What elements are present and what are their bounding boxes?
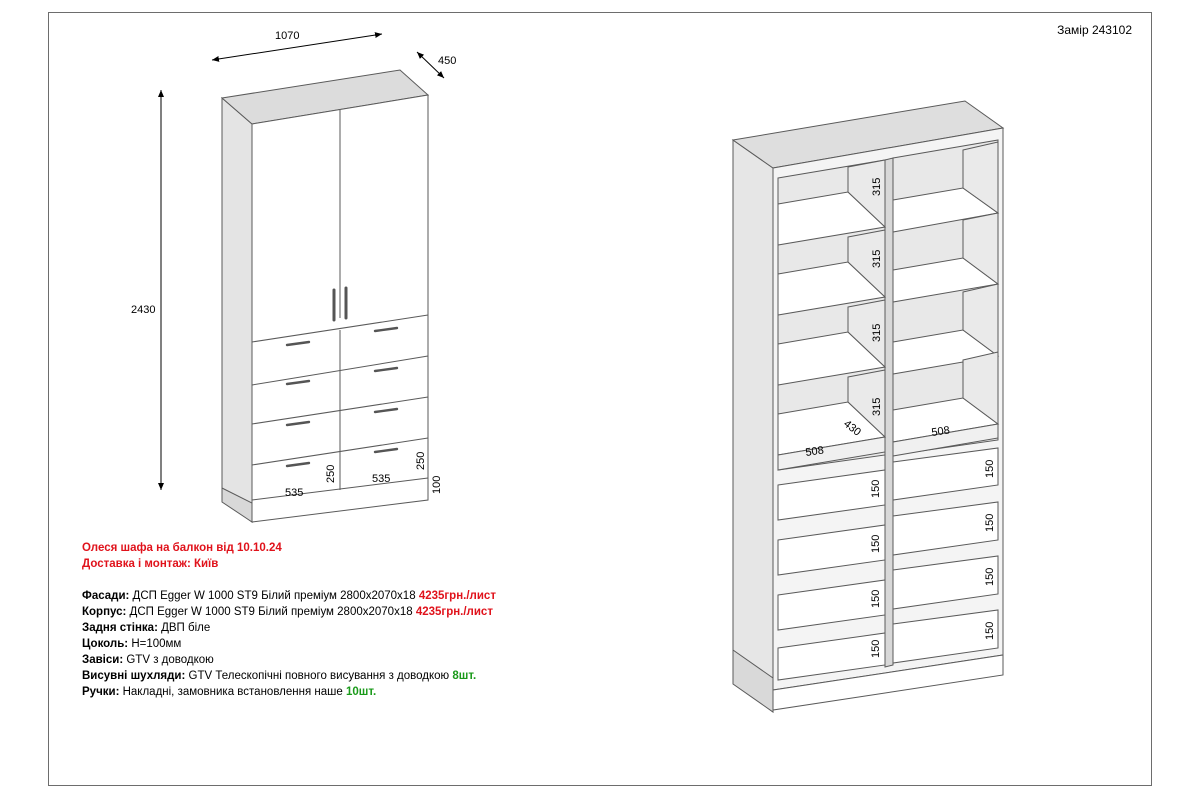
spec-row: Фасади: ДСП Egger W 1000 ST9 Білий премі… bbox=[82, 588, 496, 604]
spec-highlight: 4235грн./лист bbox=[418, 590, 496, 602]
width-label: 1070 bbox=[275, 30, 299, 42]
depth-label: 450 bbox=[438, 55, 456, 67]
spec-highlight: 4235грн./лист bbox=[415, 606, 493, 618]
order-title: Олеся шафа на балкон від 10.10.24 bbox=[82, 542, 282, 554]
spec-value: GTV Телескопічні повного висування з дов… bbox=[185, 670, 453, 682]
svg-text:150: 150 bbox=[870, 640, 882, 658]
spec-row: Цоколь: H=100мм bbox=[82, 636, 496, 652]
spec-key: Завіси: bbox=[82, 654, 124, 666]
plinth-height-label: 100 bbox=[431, 476, 443, 494]
spec-key: Фасади: bbox=[82, 590, 130, 602]
spec-list: Фасади: ДСП Egger W 1000 ST9 Білий премі… bbox=[82, 588, 496, 700]
spec-key: Задня стінка: bbox=[82, 622, 158, 634]
spec-key: Висувні шухляди: bbox=[82, 670, 186, 682]
svg-text:315: 315 bbox=[871, 398, 883, 416]
section-width-right-label: 508 bbox=[931, 425, 951, 439]
drawer-width-label-right: 535 bbox=[372, 473, 390, 485]
spec-row: Корпус: ДСП Egger W 1000 ST9 Білий премі… bbox=[82, 604, 496, 620]
spec-value: ДВП біле bbox=[157, 622, 211, 634]
svg-text:150: 150 bbox=[984, 568, 996, 586]
delivery-line: Доставка і монтаж: Київ bbox=[82, 558, 219, 570]
spec-value: ДСП Egger W 1000 ST9 Білий преміум 2800х… bbox=[126, 606, 416, 618]
spec-value: ДСП Egger W 1000 ST9 Білий преміум 2800х… bbox=[129, 590, 419, 602]
inner-drawer-labels: 150 150 150 150 150 150 150 150 bbox=[870, 460, 996, 658]
door-handles bbox=[332, 286, 348, 322]
svg-text:150: 150 bbox=[984, 514, 996, 532]
svg-text:150: 150 bbox=[984, 460, 996, 478]
shelves bbox=[777, 187, 1000, 471]
dimension-lines-left bbox=[158, 32, 445, 490]
inner-side-walls bbox=[847, 141, 999, 439]
spec-value: GTV з доводкою bbox=[123, 654, 214, 666]
drawing-sheet-border bbox=[48, 12, 1152, 786]
spec-value: H=100мм bbox=[128, 638, 182, 650]
wardrobe-side-panel bbox=[221, 96, 253, 523]
spec-key: Ручки: bbox=[82, 686, 120, 698]
spec-row: Завіси: GTV з доводкою bbox=[82, 652, 496, 668]
height-label: 2430 bbox=[131, 304, 155, 316]
svg-text:150: 150 bbox=[870, 590, 882, 608]
drawer-height-label-left: 250 bbox=[325, 465, 337, 483]
spec-row: Ручки: Накладні, замовника встановлення … bbox=[82, 684, 496, 700]
order-info: Олеся шафа на балкон від 10.10.24 Достав… bbox=[82, 540, 496, 700]
spec-highlight: 10шт. bbox=[345, 686, 377, 698]
svg-text:315: 315 bbox=[871, 324, 883, 342]
spec-highlight: 8шт. bbox=[452, 670, 477, 682]
closed-wardrobe bbox=[220, 69, 430, 523]
svg-text:315: 315 bbox=[871, 250, 883, 268]
spec-key: Цоколь: bbox=[82, 638, 129, 650]
svg-text:150: 150 bbox=[984, 622, 996, 640]
section-width-left-label: 508 bbox=[805, 445, 825, 459]
svg-text:150: 150 bbox=[870, 480, 882, 498]
drawer-width-label-left: 535 bbox=[285, 487, 303, 499]
spec-row: Висувні шухляди: GTV Телескопічні повног… bbox=[82, 668, 496, 684]
drawer-handles bbox=[285, 326, 399, 468]
open-wardrobe-side bbox=[732, 139, 774, 713]
order-number: Замір 243102 bbox=[1057, 23, 1132, 37]
drawer-height-label-right: 250 bbox=[415, 452, 427, 470]
svg-text:315: 315 bbox=[871, 178, 883, 196]
inner-drawers bbox=[777, 447, 999, 681]
spec-row: Задня стінка: ДВП біле bbox=[82, 620, 496, 636]
spec-key: Корпус: bbox=[82, 606, 127, 618]
spec-value: Накладні, замовника встановлення наше bbox=[119, 686, 346, 698]
wardrobe-plinth bbox=[221, 487, 253, 523]
svg-text:150: 150 bbox=[870, 535, 882, 553]
shelf-gap-labels: 315 315 315 315 bbox=[871, 178, 883, 416]
